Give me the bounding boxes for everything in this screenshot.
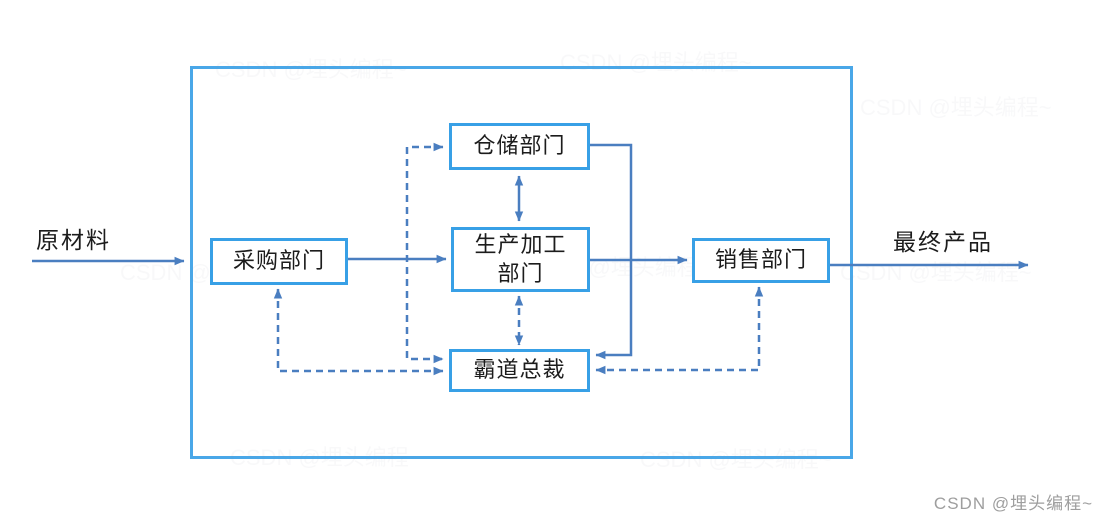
- node-warehouse-dept: 仓储部门: [449, 123, 590, 170]
- csdn-watermark: CSDN @埋头编程~: [933, 494, 1093, 513]
- edge-warehouse-to-ceo-solid: [590, 143, 633, 360]
- final-product-label: 最终产品: [893, 230, 993, 255]
- node-sales-label: 销售部门: [714, 247, 807, 273]
- node-production-label: 生产加工 部门: [474, 231, 567, 286]
- enterprise-boundary-box: [190, 66, 853, 459]
- node-purchasing-dept: 采购部门: [210, 238, 348, 285]
- node-ceo: 霸道总裁: [449, 349, 590, 392]
- raw-material-label: 原材料: [36, 228, 111, 253]
- node-warehouse-label: 仓储部门: [473, 133, 566, 159]
- edge-sales-ceo-dashed: [595, 286, 764, 375]
- node-sales-dept: 销售部门: [692, 238, 830, 283]
- node-purchasing-label: 采购部门: [232, 248, 325, 274]
- node-ceo-label: 霸道总裁: [473, 357, 566, 383]
- node-production-dept: 生产加工 部门: [451, 227, 590, 292]
- edge-warehouse-ceo-dashed: [405, 142, 444, 364]
- edge-purchasing-ceo-dashed: [273, 288, 444, 376]
